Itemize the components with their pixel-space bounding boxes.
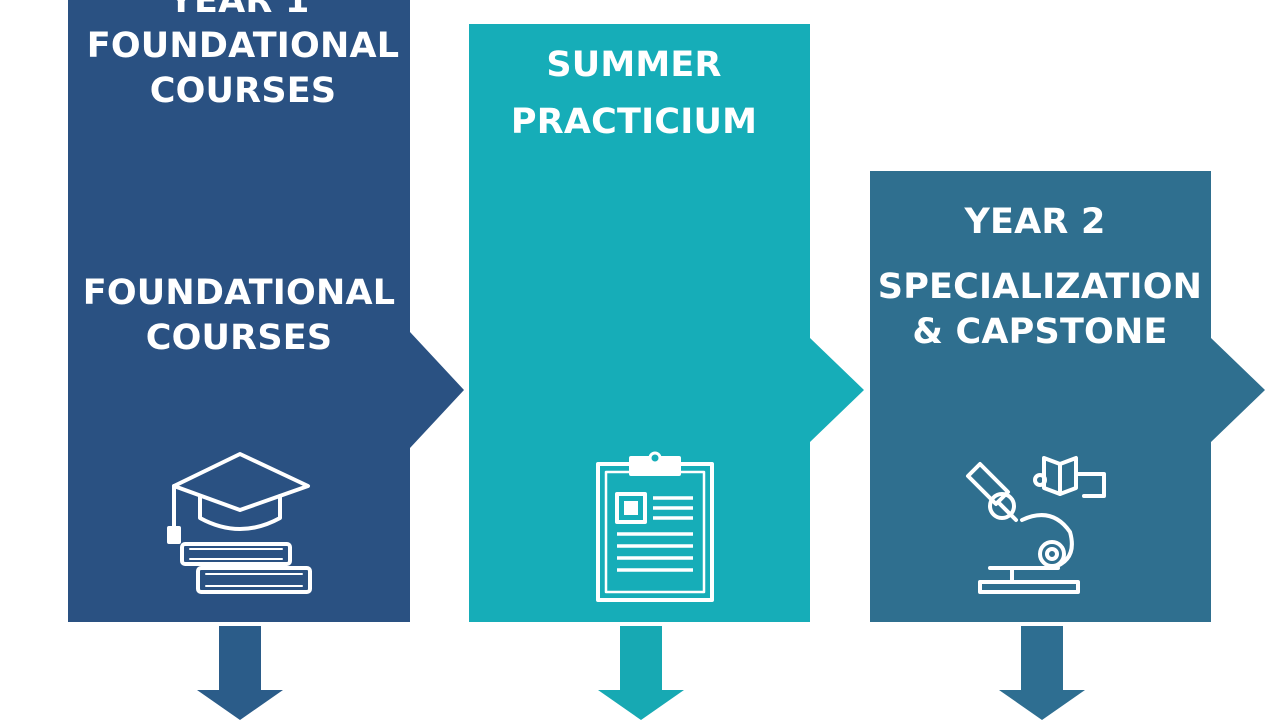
down-arrow-year2 <box>999 626 1085 720</box>
microscope-icon <box>966 456 1106 594</box>
panel3-heading-line3: & CAPSTONE <box>912 312 1168 352</box>
panel2-heading-line1: SUMMER <box>546 45 722 85</box>
panel1-sub-line1: FOUNDATIONAL <box>82 273 396 313</box>
clipboard-icon <box>596 451 714 602</box>
panel3-heading-line2: SPECIALIZATION <box>877 267 1203 307</box>
down-arrow-year1 <box>197 626 283 720</box>
down-arrow-summer <box>598 626 684 720</box>
panel1-heading-line2: COURSES <box>149 71 337 111</box>
panel-summer <box>469 24 864 622</box>
panel1-top-label: YEAR 1 <box>168 0 310 21</box>
panel1-heading-line1: FOUNDATIONAL <box>86 26 400 66</box>
graduation-cap-books-icon <box>167 452 312 594</box>
panel-year1 <box>68 0 464 622</box>
panel3-heading-line1: YEAR 2 <box>964 202 1106 242</box>
panel1-sub-line2: COURSES <box>145 318 333 358</box>
panel-year2 <box>870 171 1265 622</box>
panel2-heading-line2: PRACTICIUM <box>510 102 758 142</box>
